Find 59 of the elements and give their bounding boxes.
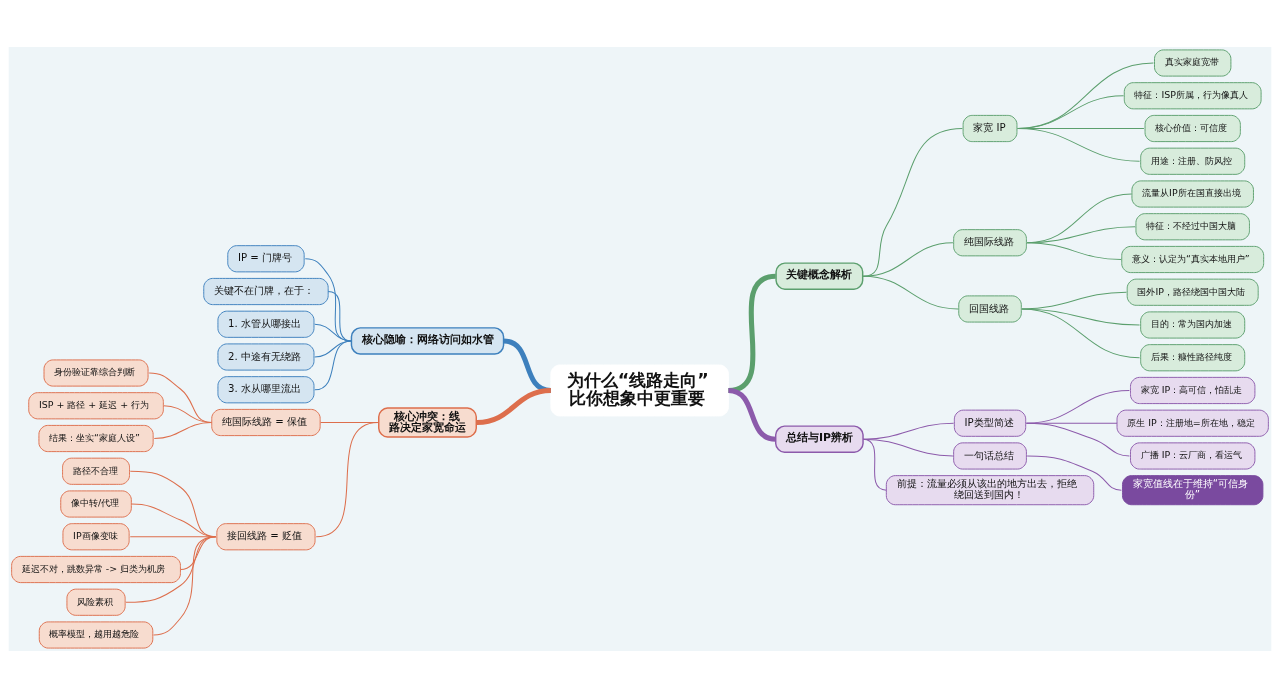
node-box: 总结与IP辨析 — [775, 425, 864, 454]
node-box: IP画像变味 — [62, 523, 130, 551]
connector — [304, 258, 352, 342]
node-box: 流量从IP所在国直接出境 — [1131, 180, 1254, 208]
node-box: 后果：糠性路径纯度 — [1140, 344, 1246, 372]
node-box: 一句话总结 — [953, 442, 1027, 470]
connector — [1017, 128, 1141, 162]
node-box: 身份验证靠综合判断 — [43, 359, 149, 387]
connector — [153, 422, 212, 439]
node-box: 家宽 IP — [962, 114, 1018, 143]
node-box: 纯国际线路 = 保值 — [211, 408, 321, 437]
connector — [862, 422, 955, 440]
node-box: ISP + 路径 + 延迟 + 行为 — [28, 392, 164, 420]
node-box: 目的：常为国内加速 — [1140, 311, 1246, 339]
connector — [1025, 422, 1130, 457]
node-box: 像中转/代理 — [60, 490, 132, 518]
connector — [314, 340, 352, 391]
connector — [862, 242, 954, 277]
node-box: 用途：注册、防风控 — [1140, 147, 1246, 175]
connector — [862, 128, 963, 277]
connector — [1026, 455, 1122, 491]
node-box: 前提：流量必须从该出的地方出去，拒绝绕回送到国内！ — [885, 475, 1095, 506]
node-box: 概率模型，越用越危险 — [38, 621, 154, 649]
connector — [1025, 389, 1130, 424]
node-box: 真实家庭宽带 — [1154, 49, 1232, 77]
node-box: 结果：坐实“家庭人设” — [38, 424, 154, 453]
node-box: IP类型简述 — [953, 409, 1027, 437]
node-box: 核心隐喻：网络访问如水管 — [350, 327, 505, 355]
node-box: 风险素积 — [66, 588, 126, 616]
node-box: 关键不在门牌，在于： — [203, 277, 329, 306]
node-box: 2. 中途有无绕路 — [217, 343, 315, 371]
node-box: 纯国际线路 — [953, 229, 1027, 257]
node-box: 路径不合理 — [62, 457, 130, 485]
node-box: 特征：不经过中国大脑 — [1135, 213, 1250, 241]
connector — [728, 387, 777, 442]
node-box: 国外IP，路径绕国中国大陆 — [1126, 278, 1259, 306]
connector — [476, 387, 552, 426]
connector — [153, 536, 217, 636]
node-box: 延迟不对，跳数异常 -> 归类为机房 — [11, 555, 181, 584]
connector — [862, 275, 959, 310]
connector — [862, 438, 887, 491]
node-box: 接回线路 = 贬值 — [216, 523, 316, 551]
node-box: 1. 水管从哪接出 — [217, 310, 315, 338]
node-box: 为什么“线路走向”比你想象中更重要 — [550, 364, 729, 417]
node-box: 核心冲突：线路决定家宽命运 — [378, 407, 477, 438]
node-box: 特征：ISP所属，行为像真人 — [1123, 82, 1262, 110]
node-box: 广播 IP：云厂商，看运气 — [1130, 442, 1256, 470]
node-box: 核心价值：可信度 — [1144, 114, 1241, 143]
node-box: 家宽值线在于维持“可信身份” — [1122, 475, 1264, 506]
node-box: 意义：认定为“真实本地用户” — [1121, 245, 1265, 274]
node-box: 家宽 IP：高可信，怕乱走 — [1130, 376, 1256, 405]
node-box: IP = 门牌号 — [227, 245, 305, 273]
connector — [1026, 242, 1122, 260]
connector — [1021, 308, 1141, 359]
node-box: 原生 IP：注册地=所在地，稳定 — [1116, 409, 1269, 437]
node-box: 3. 水从哪里流出 — [217, 376, 315, 404]
connector — [315, 422, 379, 538]
node-box: 回国线路 — [958, 295, 1022, 323]
node-box: 关键概念解析 — [775, 262, 864, 291]
